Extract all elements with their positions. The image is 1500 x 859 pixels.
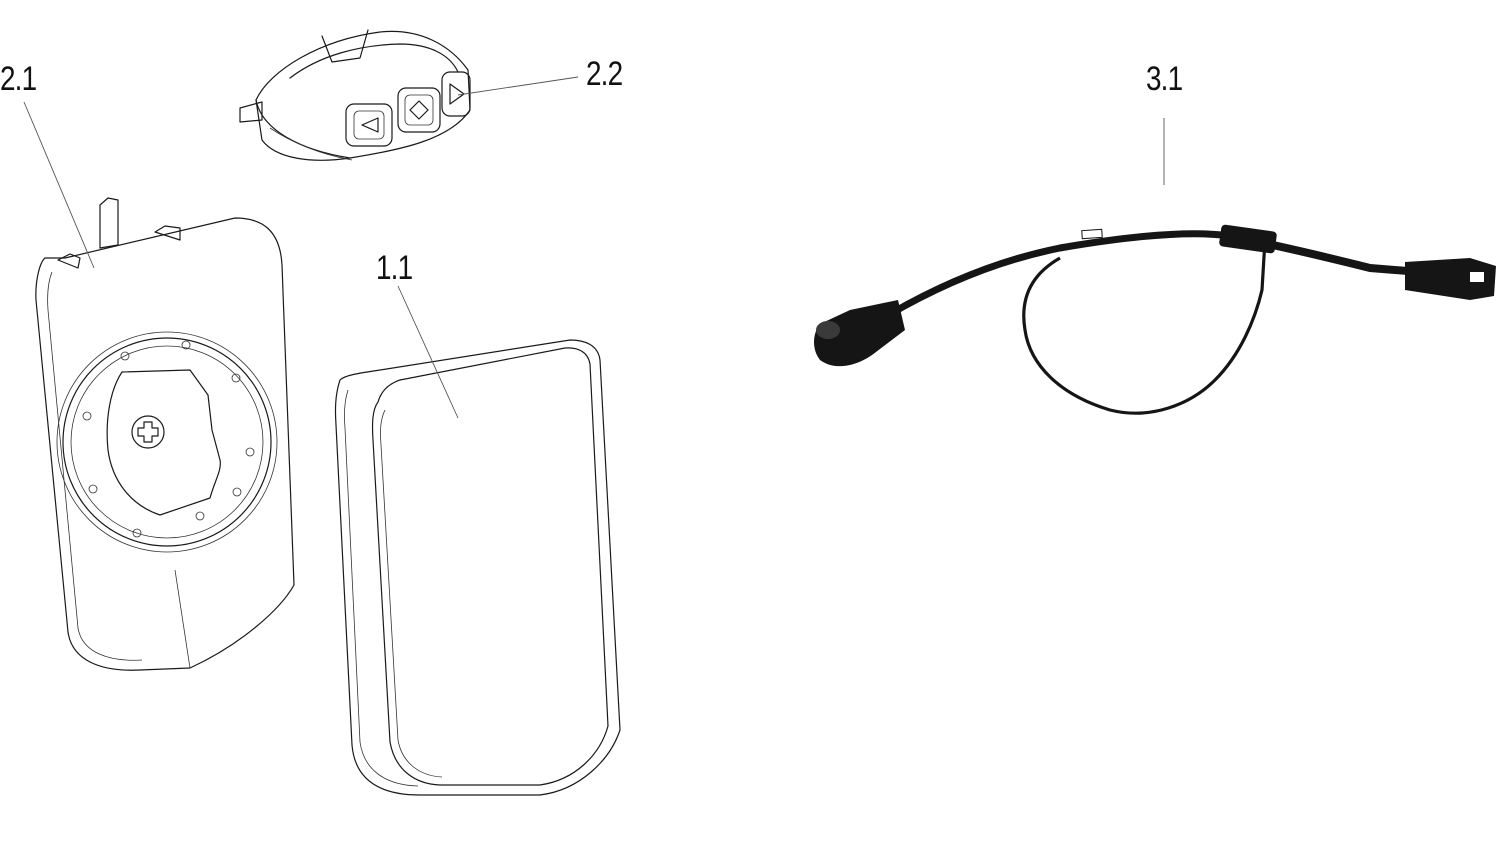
callout-3-1: 3.1 <box>1146 60 1183 98</box>
battery-pack-part <box>334 339 621 796</box>
leader-line-1-1 <box>397 285 459 419</box>
center-button[interactable] <box>397 87 441 133</box>
cable-part <box>814 224 1496 415</box>
callout-1-1: 1.1 <box>376 249 413 287</box>
callout-2-1: 2.1 <box>0 60 37 98</box>
button-ring-part <box>239 29 471 161</box>
center-screw <box>131 415 165 449</box>
arrow-left-icon <box>361 117 379 133</box>
right-arrow-button[interactable] <box>441 71 471 117</box>
leader-line-2-1 <box>23 101 95 269</box>
leader-line-2-2 <box>457 76 579 96</box>
left-arrow-button[interactable] <box>345 103 393 147</box>
callout-2-2: 2.2 <box>586 55 623 93</box>
arrow-right-icon <box>449 83 465 105</box>
diamond-icon <box>409 100 429 120</box>
mount-plate-part <box>35 197 295 671</box>
